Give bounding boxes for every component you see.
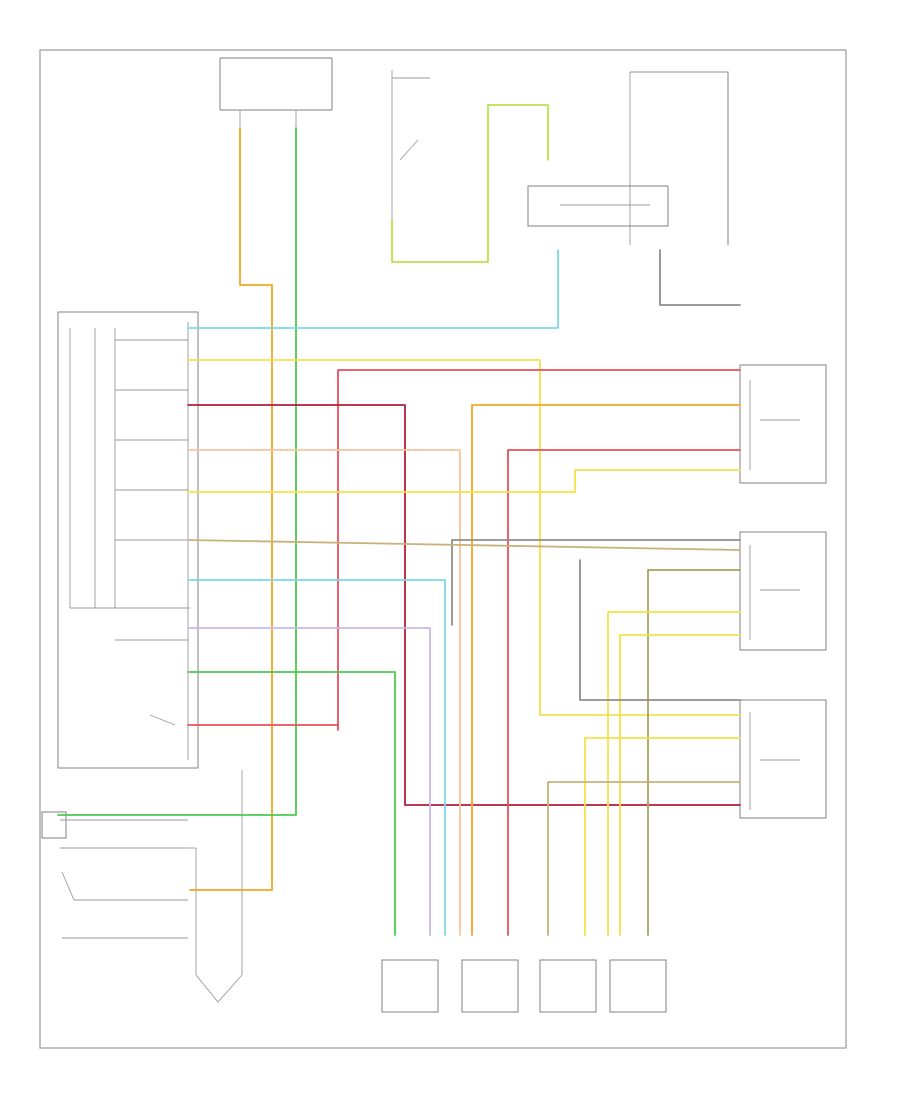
wire-cyan-master-lower: [187, 579, 446, 936]
wire-red-loop: [337, 369, 741, 731]
wire-gray-right-rear: [579, 559, 741, 701]
wire-yellow-left-rear-2: [619, 634, 741, 936]
wire-dark-red-right-rear: [187, 404, 741, 806]
wire-orange-fuse-to-lockout: [189, 127, 273, 891]
wire-lavender-master: [187, 627, 431, 936]
wire-peach-master: [187, 449, 461, 936]
master-window-switch: [57, 311, 199, 769]
top-right-module: [527, 71, 729, 245]
wire-olive-left-rear: [647, 569, 741, 936]
driver-window-motor: [381, 959, 439, 1013]
left-rear-window-motor: [609, 959, 667, 1013]
wire-yellow-right-rear: [584, 737, 741, 936]
right-rear-window-switch: [739, 699, 827, 819]
passenger-window-motor: [461, 959, 519, 1013]
top-fuse-box: [219, 57, 333, 128]
wire-tan-right-rear: [547, 781, 741, 936]
wire-yellow-master-to-passenger: [187, 359, 741, 716]
wire-green-driver-motor: [187, 671, 396, 936]
wire-tan-left-rear: [187, 539, 741, 551]
wire-gray-left-rear: [451, 539, 741, 626]
ground-symbol-left: [188, 770, 243, 1003]
wire-gray-top-right: [659, 249, 741, 306]
wire-red-passenger-motor: [507, 449, 741, 936]
lockout-switch: [41, 811, 188, 939]
passenger-window-switch: [739, 364, 827, 484]
wire-orange-passenger: [471, 404, 741, 936]
wire-light-green-relay: [391, 104, 549, 263]
wire-cyan-master-top: [187, 249, 559, 329]
wire-yellow-left-rear: [607, 611, 741, 936]
top-relay-circuit: [391, 70, 430, 220]
diagram-frame: [39, 49, 847, 1049]
left-rear-window-switch: [739, 531, 827, 651]
wire-yellow-passenger: [187, 469, 741, 493]
wire-green-fuse-to-lockout: [57, 127, 297, 816]
right-rear-window-motor: [539, 959, 597, 1013]
